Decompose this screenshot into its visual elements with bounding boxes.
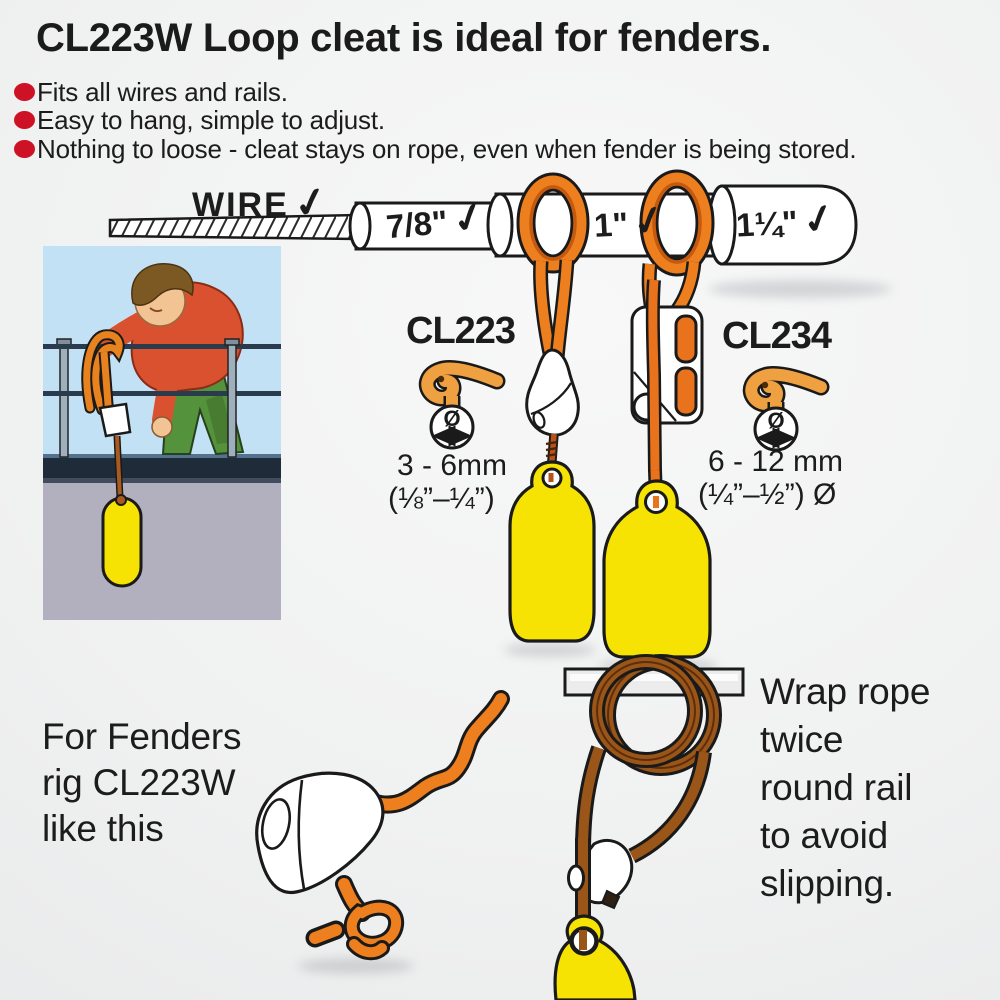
rope-coil: [589, 654, 722, 776]
diameter-symbol: Ø: [767, 408, 784, 433]
caption-line: rig CL223W: [42, 762, 236, 803]
bullet-icon: [14, 111, 35, 129]
caption-line: like this: [42, 808, 164, 849]
rope-loop-left: [516, 172, 590, 360]
check-icon: ✓: [627, 196, 671, 247]
bullet-text: Nothing to loose - cleat stays on rope, …: [37, 133, 857, 164]
rig-instruction-caption: For Fenders rig CL223W like this: [42, 714, 242, 852]
caption-line: round rail: [760, 767, 913, 808]
bullet-icon: [14, 140, 35, 158]
bullet-text: Easy to hang, simple to adjust.: [37, 104, 385, 135]
bullet-item: Nothing to loose - cleat stays on rope, …: [14, 133, 857, 164]
cl234-range-imperial: (¼”–½”) Ø: [698, 478, 837, 511]
caption-line: slipping.: [760, 863, 894, 904]
caption-line: Wrap rope: [760, 671, 931, 712]
wrap-example-illustration: [553, 654, 745, 1000]
lower-rail-line: [43, 391, 281, 396]
cl223-cleat-illustration: [525, 348, 580, 437]
wire-label: WIRE✓: [192, 177, 334, 228]
large-fender-illustration: [602, 469, 712, 659]
right-stanchion: [224, 338, 240, 458]
cl223-product-name: CL223: [406, 310, 516, 352]
rail-size-text: 7/8": [384, 203, 450, 246]
rail-size-label-1: 1"✓: [593, 196, 671, 247]
cl234-product-name: CL234: [722, 315, 832, 357]
sailor-figure: [86, 263, 245, 456]
check-icon: ✓: [289, 176, 334, 229]
cl223-range-metric: 3 - 6mm: [397, 449, 508, 482]
small-fender-illustration: [508, 433, 596, 643]
cl223-diameter-icon: Ø: [418, 359, 506, 450]
diameter-symbol: Ø: [443, 406, 460, 431]
bullet-item: Easy to hang, simple to adjust.: [14, 104, 385, 135]
wire-label-text: WIRE: [192, 186, 289, 224]
bullet-icon: [14, 83, 35, 101]
check-icon: ✓: [797, 194, 840, 245]
cl234-diameter-icon: Ø: [742, 365, 830, 452]
caption-line: twice: [760, 719, 844, 760]
cl223-range-imperial: (⅛”–¼”): [388, 482, 495, 515]
rope-knot: [305, 899, 405, 961]
cl234-cleat-illustration: [630, 279, 704, 473]
rail-size-label-114: 1¼"✓: [735, 195, 840, 245]
bullet-text: Fits all wires and rails.: [37, 76, 288, 107]
rail-size-label-78: 7/8"✓: [384, 193, 491, 246]
scene-rope-and-fender: [81, 329, 143, 588]
rail-size-text: 1": [593, 205, 629, 244]
wrap-instruction-caption: Wrap rope twice round rail to avoid slip…: [760, 668, 930, 908]
page-title: CL223W Loop cleat is ideal for fenders.: [36, 16, 772, 60]
rigging-example-illustration: [255, 690, 510, 961]
bullet-item: Fits all wires and rails.: [14, 76, 288, 107]
upper-rail-line: [43, 344, 281, 349]
cl234-range-metric: 6 - 12 mm: [708, 445, 844, 478]
check-icon: ✓: [446, 193, 491, 244]
caption-line: to avoid: [760, 815, 888, 856]
caption-line: For Fenders: [42, 716, 242, 757]
boat-scene-illustration: [43, 246, 281, 620]
rail-size-text: 1¼": [735, 203, 799, 244]
